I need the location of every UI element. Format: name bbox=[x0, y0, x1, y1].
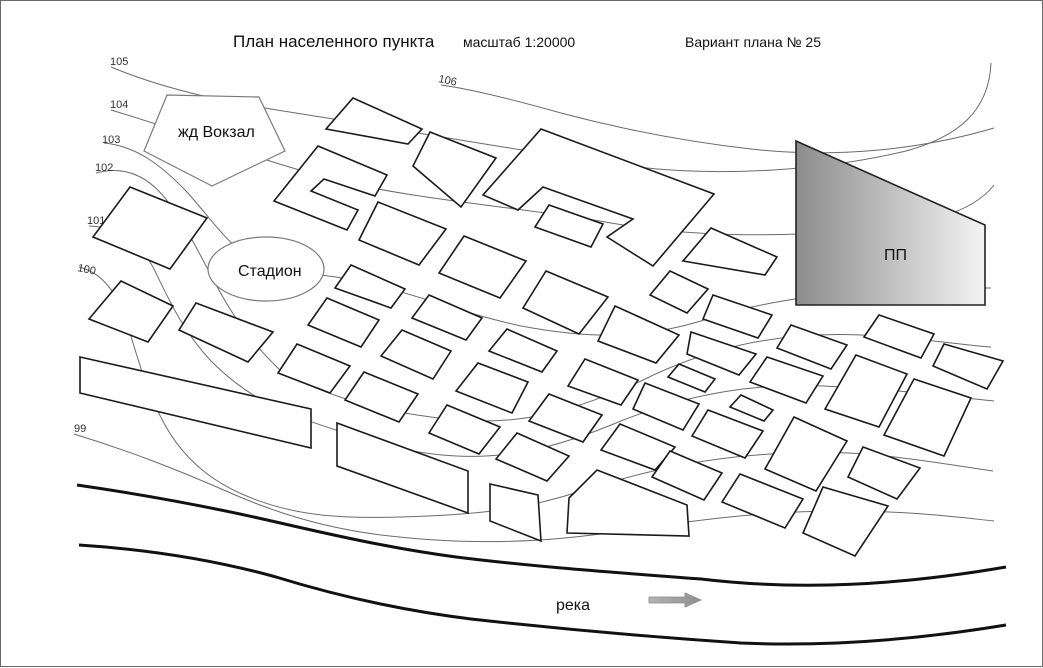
block-north-6 bbox=[681, 227, 779, 276]
block-south-12 bbox=[427, 404, 502, 455]
station-area bbox=[143, 94, 286, 187]
block-west-5 bbox=[521, 269, 610, 335]
contour-label-100: 100 bbox=[76, 262, 96, 278]
block-south-3 bbox=[566, 358, 640, 406]
block-riverside-6 bbox=[489, 482, 542, 543]
arrow-right-icon bbox=[648, 592, 702, 608]
block-riverside-4 bbox=[846, 446, 922, 500]
block-center-4 bbox=[487, 328, 559, 373]
station-label: жд Вокзал bbox=[178, 124, 255, 141]
block-center-2 bbox=[701, 294, 774, 339]
contour-label-105: 105 bbox=[110, 56, 128, 68]
map-title: План населенного пункта bbox=[233, 32, 435, 51]
block-riverside-1 bbox=[336, 421, 469, 515]
block-riverside-3 bbox=[650, 450, 724, 502]
block-riverside-8 bbox=[801, 486, 890, 558]
block-strip-west bbox=[79, 355, 312, 450]
block-center-1 bbox=[648, 270, 710, 314]
river-bank-north bbox=[76, 483, 1007, 587]
block-center-3 bbox=[596, 304, 681, 364]
block-west-1 bbox=[91, 186, 209, 270]
river-bank-south bbox=[78, 543, 1007, 646]
map-scale: масштаб 1:20000 bbox=[463, 34, 575, 50]
block-center-6 bbox=[686, 330, 758, 376]
river-label: река bbox=[556, 597, 590, 614]
pp-area bbox=[795, 139, 986, 306]
contour-label-101: 101 bbox=[87, 215, 105, 227]
block-west-3 bbox=[437, 235, 528, 299]
settlement-blocks bbox=[79, 97, 1005, 558]
river: река bbox=[76, 483, 1007, 646]
block-west-4 bbox=[333, 264, 407, 309]
block-south-15 bbox=[599, 423, 677, 471]
industrial-zone: ПП bbox=[795, 139, 986, 306]
block-south-14 bbox=[763, 415, 849, 493]
block-south-1 bbox=[276, 343, 352, 394]
block-south-13 bbox=[690, 409, 765, 459]
block-south-10 bbox=[527, 393, 604, 443]
railway-station: жд Вокзал bbox=[143, 94, 286, 187]
block-riverside-7 bbox=[566, 469, 690, 537]
contour-101 bbox=[88, 225, 995, 457]
block-riverside-5 bbox=[720, 473, 805, 529]
block-north-5 bbox=[533, 204, 605, 248]
block-south-5 bbox=[748, 356, 825, 404]
contour-label-102: 102 bbox=[95, 162, 113, 174]
block-north-large bbox=[481, 128, 716, 268]
block-west-6 bbox=[87, 280, 175, 343]
stadium-field bbox=[207, 236, 325, 302]
block-north-2 bbox=[412, 130, 498, 209]
contour-label-104: 104 bbox=[110, 99, 128, 111]
block-riverside-2 bbox=[494, 432, 571, 482]
block-south-11 bbox=[728, 394, 775, 422]
pp-label: ПП bbox=[884, 247, 907, 264]
block-west-2 bbox=[357, 200, 448, 266]
block-south-4 bbox=[666, 363, 717, 393]
contour-label-103: 103 bbox=[102, 134, 120, 146]
block-center-7 bbox=[775, 324, 849, 370]
block-west-8 bbox=[306, 297, 381, 348]
block-west-9 bbox=[410, 294, 484, 341]
block-south-2 bbox=[454, 362, 530, 415]
block-center-5 bbox=[379, 329, 453, 381]
block-south-7 bbox=[882, 378, 973, 457]
contour-106 bbox=[440, 84, 995, 154]
stadium: Стадион bbox=[207, 236, 325, 302]
block-north-4 bbox=[272, 145, 389, 232]
stadium-label: Стадион bbox=[238, 263, 302, 280]
block-west-7 bbox=[177, 302, 275, 363]
block-south-8 bbox=[343, 371, 420, 423]
contour-label-99: 99 bbox=[74, 423, 86, 435]
block-south-6 bbox=[823, 354, 909, 428]
block-east-2 bbox=[931, 343, 1005, 391]
plan-variant: Вариант плана № 25 bbox=[685, 34, 821, 50]
block-north-1 bbox=[324, 97, 424, 145]
contour-label-106: 106 bbox=[437, 73, 457, 89]
block-south-9 bbox=[631, 381, 701, 432]
block-east-1 bbox=[862, 314, 936, 359]
